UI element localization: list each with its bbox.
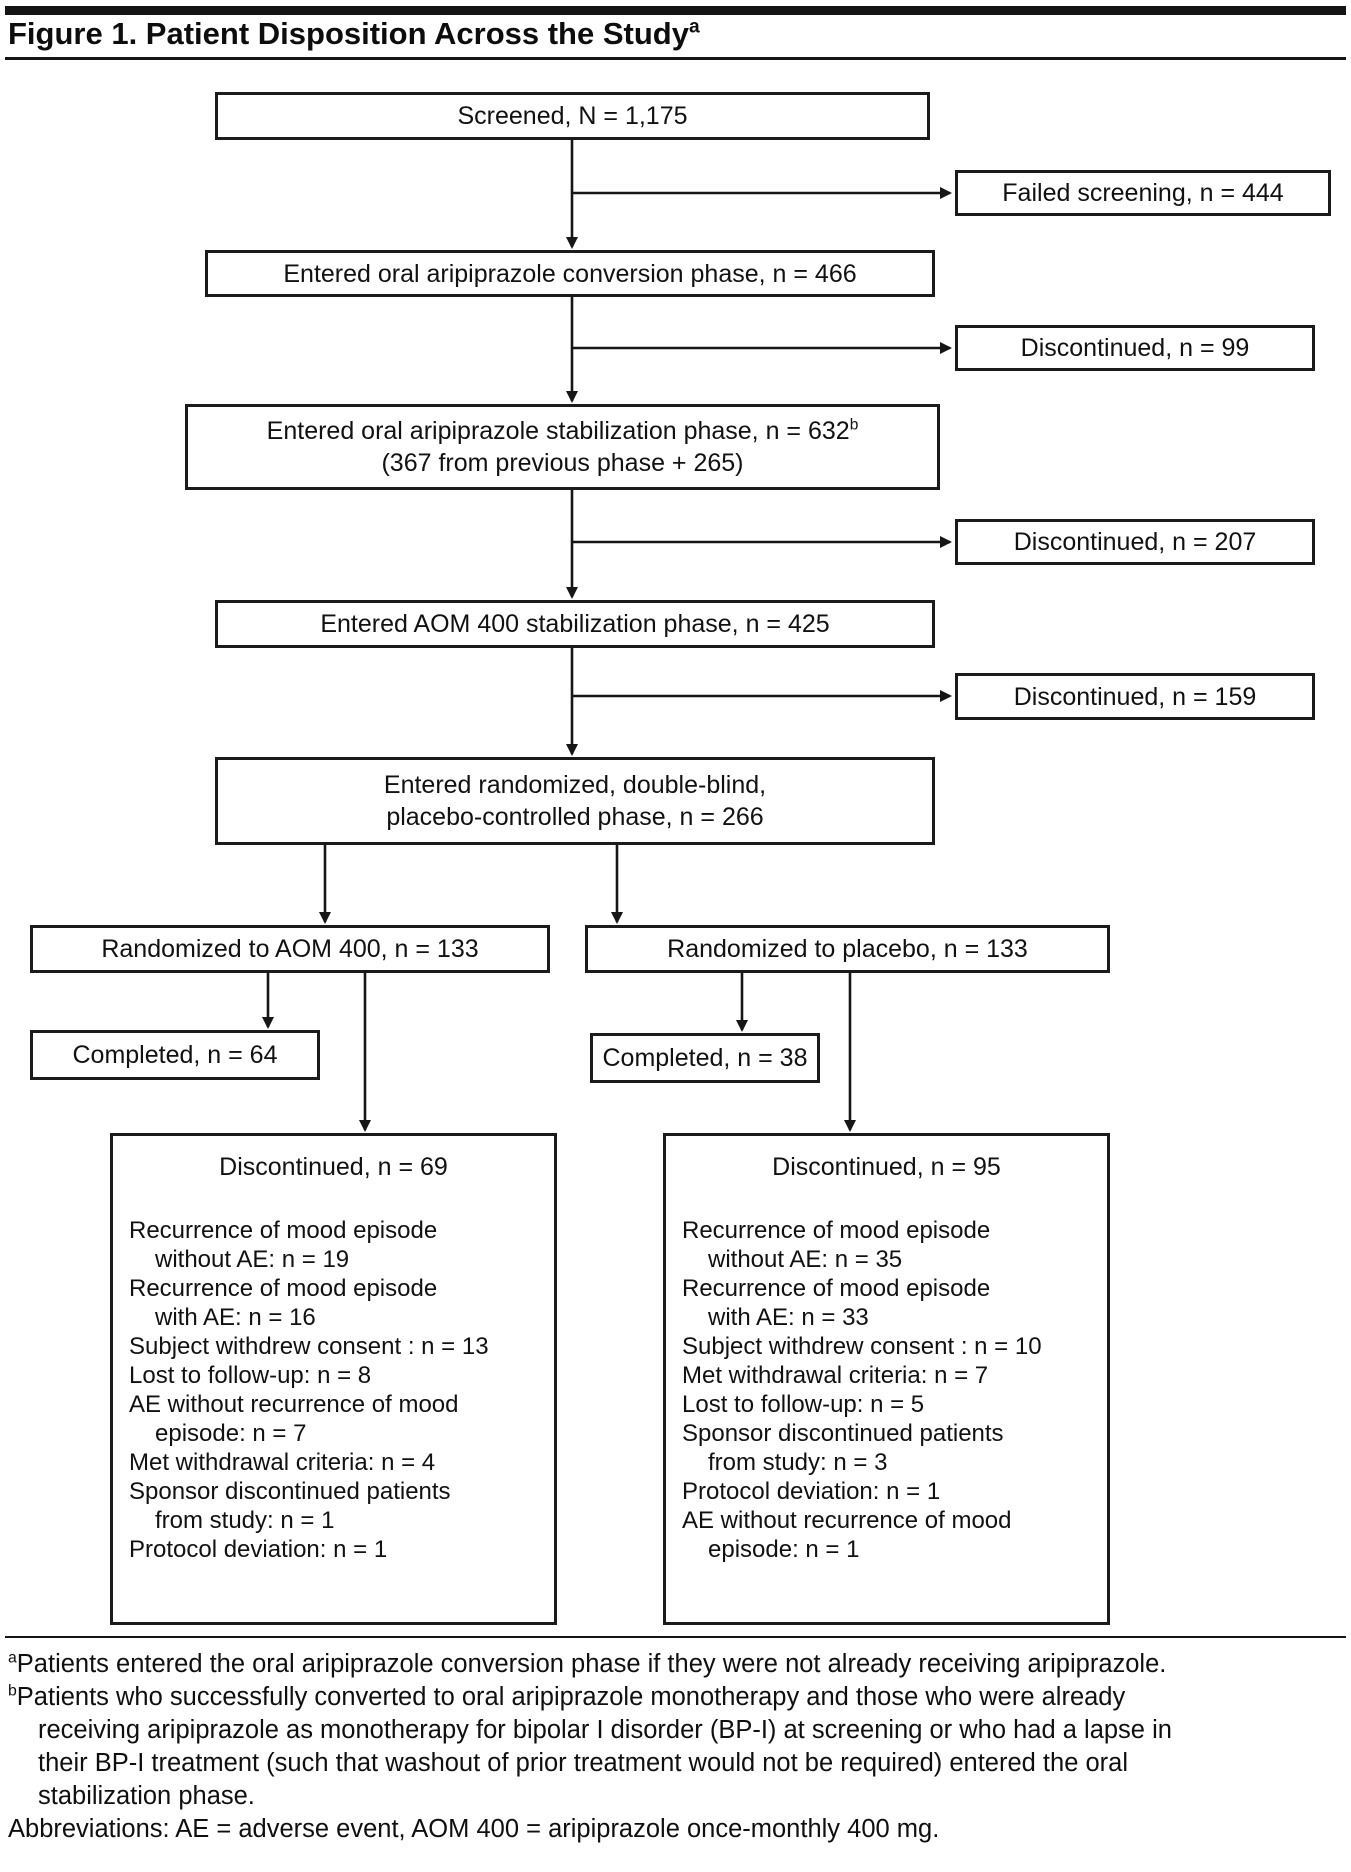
discontinuation-reason: Met withdrawal criteria: n = 4 [129, 1449, 436, 1476]
box-completed-placebo-label: Completed, n = 38 [602, 1044, 808, 1072]
discontinuation-reason: Recurrence of mood episode with AE: n = … [129, 1275, 438, 1331]
box-screened: Screened, N = 1,175 [215, 92, 930, 140]
box-discontinued-aom-stabilization-label: Discontinued, n = 159 [1013, 682, 1257, 711]
box-discontinued-conversion: Discontinued, n = 99 [955, 325, 1315, 371]
footnote-abbreviations: Abbreviations: AE = adverse event, AOM 4… [8, 1815, 940, 1843]
discontinuation-reason: Recurrence of mood episode with AE: n = … [682, 1275, 991, 1331]
box-oral-conversion-phase: Entered oral aripiprazole conversion pha… [205, 250, 935, 297]
box-randomized-placebo-label: Randomized to placebo, n = 133 [667, 935, 1028, 963]
footnote-a-marker: a [8, 1649, 17, 1667]
footnote-separator-rule [5, 1636, 1346, 1638]
discontinuation-reason: Protocol deviation: n = 1 [682, 1478, 941, 1505]
box-completed-placebo: Completed, n = 38 [590, 1033, 820, 1083]
box-oral-stabilization-line1: Entered oral aripiprazole stabilization … [267, 415, 859, 447]
box-aom-stabilization-phase: Entered AOM 400 stabilization phase, n =… [215, 600, 935, 648]
box-randomized-phase-line2: placebo-controlled phase, n = 266 [386, 803, 764, 831]
box-screened-label: Screened, N = 1,175 [457, 102, 688, 130]
footnote-a-text: Patients entered the oral aripiprazole c… [16, 1650, 1167, 1678]
box-completed-aom: Completed, n = 64 [30, 1030, 320, 1080]
footnote-b-text: Patients who successfully converted to o… [16, 1683, 1172, 1810]
footnote-b-marker: b [8, 1682, 17, 1700]
box-oral-stabilization-line2: (367 from previous phase + 265) [381, 449, 744, 477]
box-randomized-aom-label: Randomized to AOM 400, n = 133 [101, 935, 479, 963]
box-discontinued-oral-stabilization-label: Discontinued, n = 207 [1013, 528, 1257, 556]
discontinued-aom-reasons: Recurrence of mood episode without AE: n… [129, 1216, 538, 1564]
figure-title-text: Figure 1. Patient Disposition Across the… [8, 16, 689, 51]
box-discontinued-oral-stabilization: Discontinued, n = 207 [955, 519, 1315, 565]
box-discontinued-aom-stabilization: Discontinued, n = 159 [955, 673, 1315, 720]
discontinuation-reason: Lost to follow-up: n = 5 [682, 1391, 925, 1418]
figure-title: Figure 1. Patient Disposition Across the… [8, 16, 700, 52]
box-discontinued-placebo-details: Discontinued, n = 95 Recurrence of mood … [663, 1133, 1110, 1625]
footnote-b: bPatients who successfully converted to … [8, 1681, 1344, 1813]
box-oral-conversion-label: Entered oral aripiprazole conversion pha… [283, 259, 857, 288]
discontinuation-reason: Subject withdrew consent : n = 13 [129, 1333, 489, 1360]
discontinued-placebo-title: Discontinued, n = 95 [772, 1153, 1001, 1181]
box-randomized-placebo: Randomized to placebo, n = 133 [585, 925, 1110, 973]
box-failed-screening: Failed screening, n = 444 [955, 170, 1331, 216]
discontinued-placebo-reasons: Recurrence of mood episode without AE: n… [682, 1216, 1091, 1564]
discontinued-aom-title: Discontinued, n = 69 [219, 1153, 448, 1181]
box-discontinued-conversion-label: Discontinued, n = 99 [1020, 334, 1250, 362]
figure-title-superscript: a [688, 16, 700, 38]
discontinuation-reason: Lost to follow-up: n = 8 [129, 1362, 372, 1389]
discontinuation-reason: AE without recurrence of mood episode: n… [129, 1391, 459, 1447]
box-oral-stabilization-superscript: b [849, 416, 859, 434]
discontinuation-reason: Sponsor discontinued patients from study… [682, 1420, 1004, 1476]
discontinuation-reason: Recurrence of mood episode without AE: n… [129, 1217, 438, 1273]
top-rule [5, 6, 1346, 15]
title-underline-rule [5, 57, 1346, 60]
footnote-a: aPatients entered the oral aripiprazole … [8, 1648, 1344, 1681]
discontinuation-reason: Subject withdrew consent : n = 10 [682, 1333, 1042, 1360]
footnotes: aPatients entered the oral aripiprazole … [8, 1648, 1344, 1846]
discontinuation-reason: AE without recurrence of mood episode: n… [682, 1507, 1012, 1563]
box-randomized-phase: Entered randomized, double-blind, placeb… [215, 757, 935, 845]
box-oral-stabilization-phase: Entered oral aripiprazole stabilization … [185, 404, 940, 490]
box-aom-stabilization-label: Entered AOM 400 stabilization phase, n =… [320, 610, 830, 638]
box-completed-aom-label: Completed, n = 64 [72, 1041, 278, 1069]
discontinuation-reason: Recurrence of mood episode without AE: n… [682, 1217, 991, 1273]
box-randomized-aom-400: Randomized to AOM 400, n = 133 [30, 925, 550, 973]
discontinuation-reason: Sponsor discontinued patients from study… [129, 1478, 451, 1534]
box-oral-stabilization-text: Entered oral aripiprazole stabilization … [266, 417, 850, 445]
discontinuation-reason: Met withdrawal criteria: n = 7 [682, 1362, 989, 1389]
discontinuation-reason: Protocol deviation: n = 1 [129, 1536, 388, 1563]
box-randomized-phase-line1: Entered randomized, double-blind, [383, 771, 767, 799]
box-failed-screening-label: Failed screening, n = 444 [1002, 179, 1284, 207]
box-discontinued-aom-details: Discontinued, n = 69 Recurrence of mood … [110, 1133, 557, 1625]
